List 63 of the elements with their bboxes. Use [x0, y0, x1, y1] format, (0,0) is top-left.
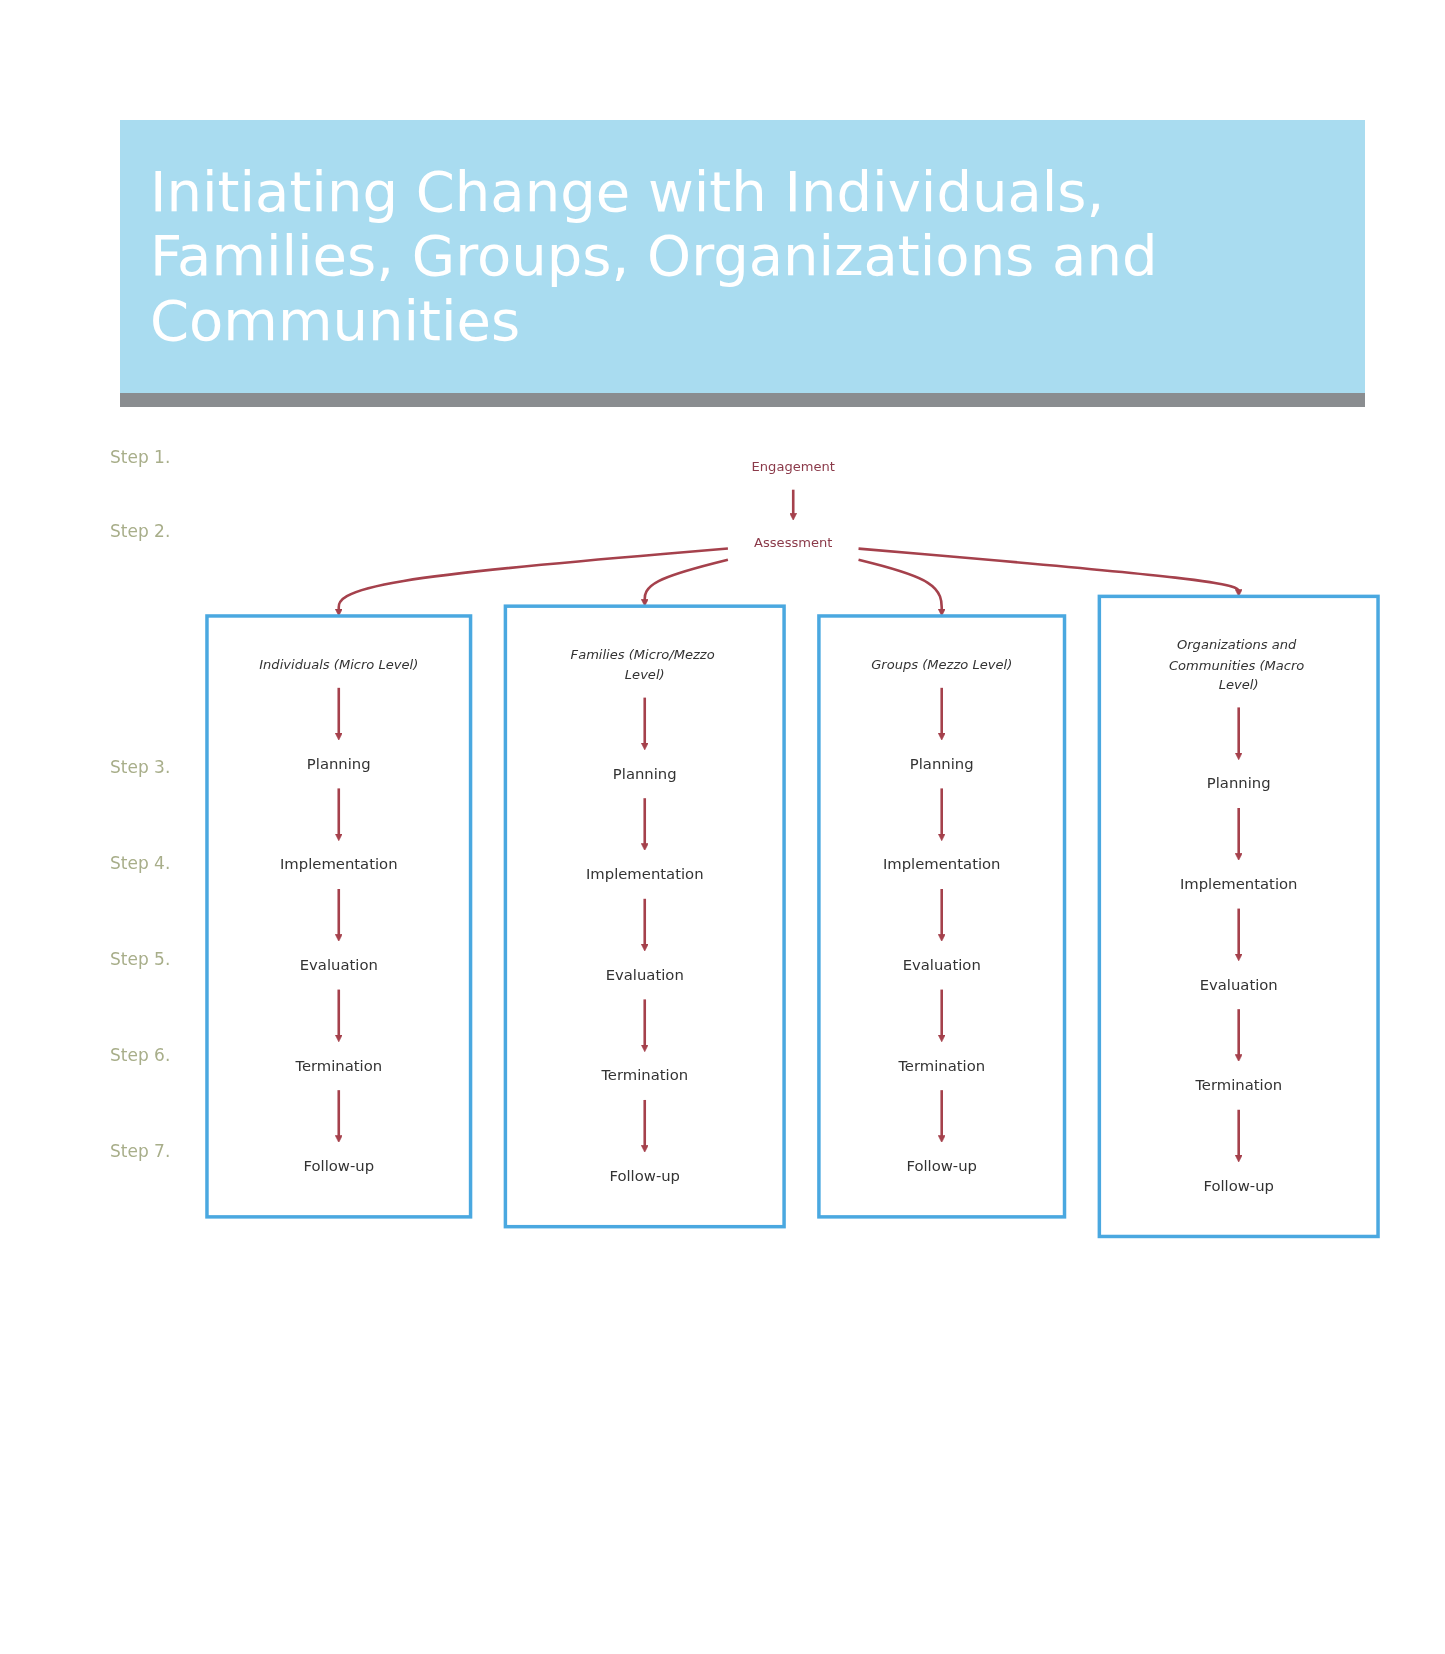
node-text: Follow-up	[1203, 1176, 1274, 1195]
arrow	[334, 547, 729, 617]
arrow	[334, 889, 343, 942]
node-text: Follow-up	[906, 1157, 977, 1175]
node-text: Planning	[612, 764, 677, 783]
step-label: Step 1.	[110, 447, 171, 468]
node-text: Implementation	[279, 855, 398, 874]
arrow	[640, 697, 649, 751]
node-text: Groups (Mezzo Level)	[871, 657, 1013, 673]
node-text: Families (Micro/Mezzo Level)	[570, 647, 715, 683]
arrow	[334, 788, 343, 842]
title: Initiating Change with Individuals, Families, Groups, Organizations and Communities	[150, 160, 1159, 354]
node-text: Evaluation	[299, 956, 378, 974]
node-text: Termination	[1195, 1076, 1283, 1094]
arrow	[789, 489, 798, 521]
arrow	[1234, 908, 1243, 962]
node-text: Planning	[306, 755, 371, 773]
node-text: Evaluation	[1199, 975, 1278, 994]
step-label: Step 5.	[110, 949, 171, 970]
arrow	[1234, 1109, 1243, 1163]
node-text: Planning	[1206, 774, 1271, 793]
arrow	[1234, 1009, 1243, 1062]
arrow	[1234, 707, 1243, 761]
arrow	[937, 989, 946, 1043]
node-text: Organizations and Communities (Macro Level)	[1168, 637, 1305, 693]
arrow	[334, 688, 343, 741]
arrow	[640, 999, 649, 1053]
arrow	[858, 547, 1243, 597]
cluster	[205, 614, 473, 1219]
arrow	[640, 898, 649, 952]
node-text: Evaluation	[902, 956, 981, 974]
cluster	[1097, 594, 1380, 1239]
arrow	[858, 558, 946, 617]
arrow	[937, 889, 946, 942]
arrow	[640, 558, 729, 607]
arrow	[1234, 808, 1243, 861]
arrow	[937, 1090, 946, 1143]
node-text: Follow-up	[609, 1167, 681, 1185]
node-text: Evaluation	[605, 966, 684, 984]
node-text: Termination	[295, 1056, 383, 1075]
step-label: Step 7.	[110, 1141, 171, 1162]
step-label: Step 3.	[110, 757, 171, 778]
cluster	[503, 604, 786, 1229]
node-text: Assessment	[754, 535, 833, 551]
node-text: Follow-up	[303, 1157, 375, 1175]
node-text: Individuals (Micro Level)	[259, 657, 419, 673]
node-text: Planning	[909, 755, 974, 773]
arrow	[937, 688, 946, 741]
step-label: Step 2.	[110, 521, 171, 542]
node-text: Implementation	[882, 855, 1001, 874]
step-label: Step 6.	[110, 1045, 171, 1066]
node-text: Implementation	[585, 865, 704, 883]
node-text: Termination	[601, 1066, 689, 1085]
arrow	[334, 1090, 343, 1143]
arrow	[640, 798, 649, 851]
arrow	[334, 989, 343, 1043]
step-label: Step 4.	[110, 853, 171, 874]
node-text: Implementation	[1179, 875, 1298, 893]
cluster	[817, 614, 1067, 1219]
arrow	[937, 788, 946, 842]
node-text: Engagement	[751, 458, 835, 475]
node-text: Termination	[898, 1056, 986, 1075]
arrow	[640, 1100, 649, 1153]
